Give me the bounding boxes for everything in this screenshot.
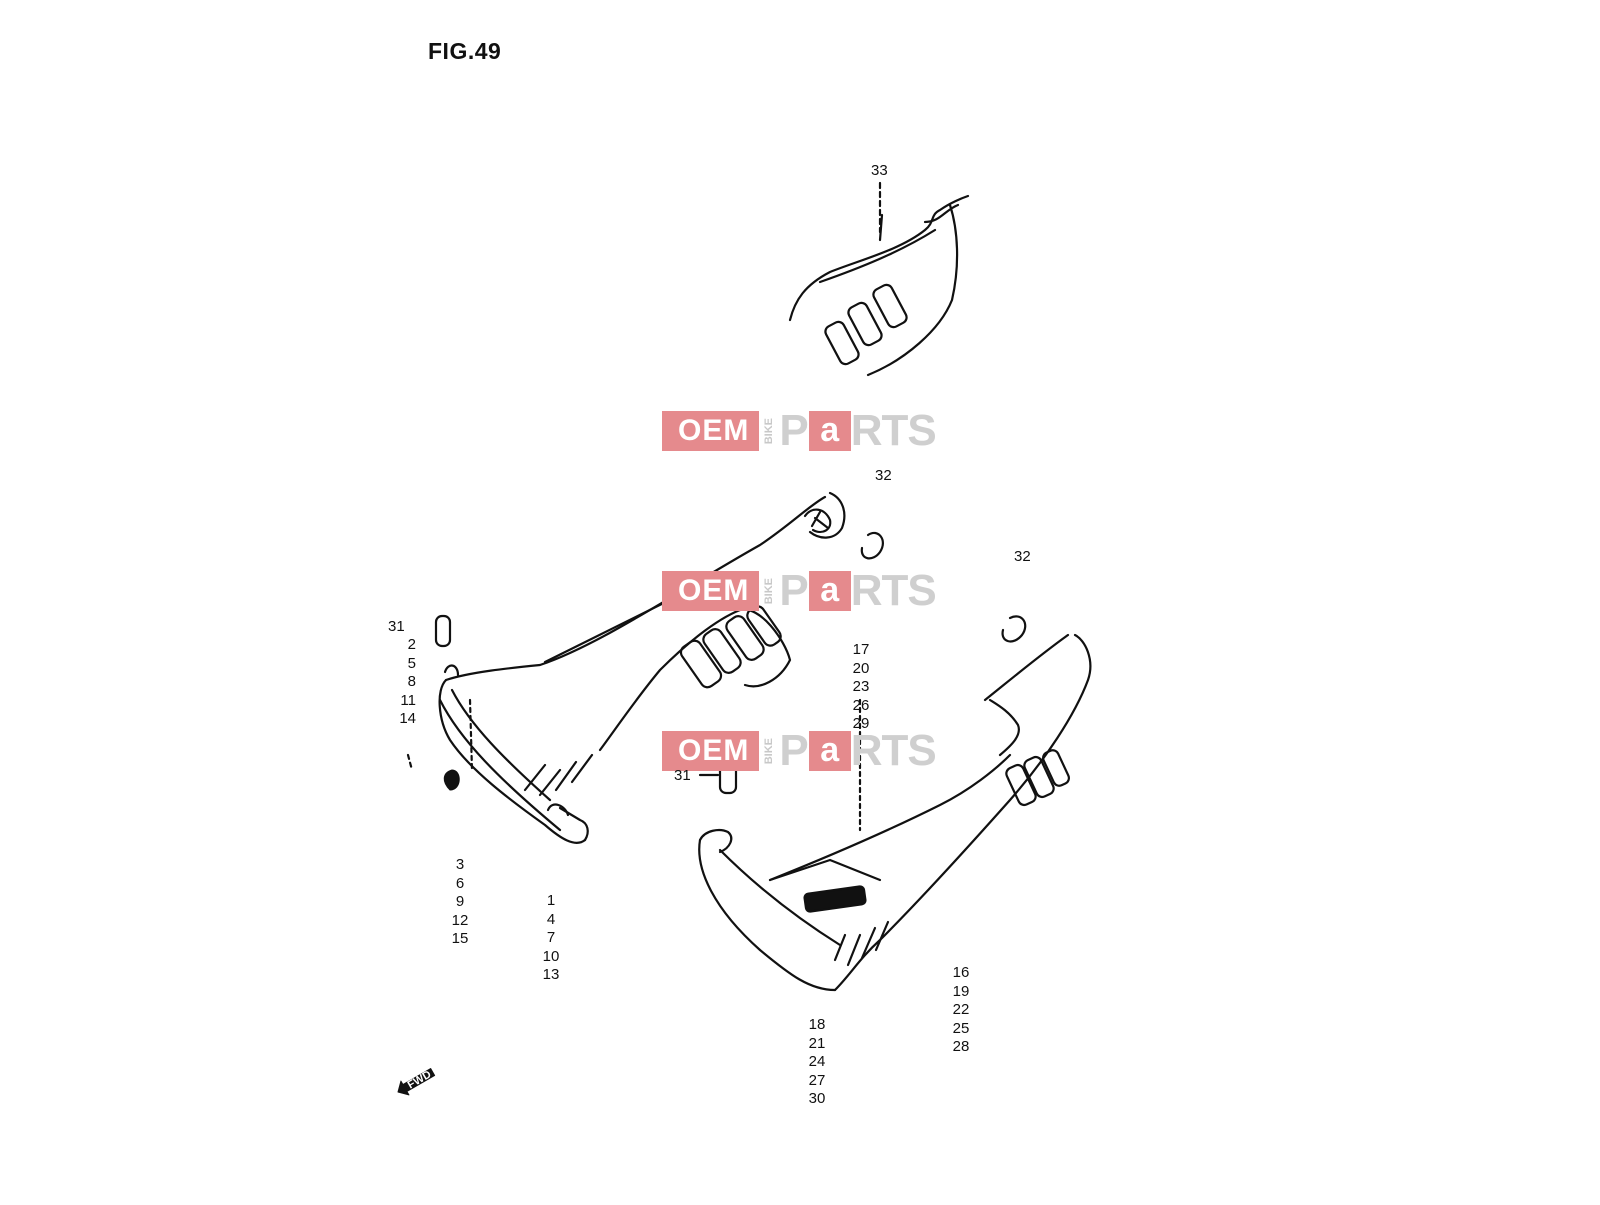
fwd-arrow-icon: [397, 1068, 436, 1096]
callout-group-right: 16 19 22 25 28: [952, 964, 970, 1055]
left-side-cover: [406, 491, 846, 844]
left-cover-vents-upper: [679, 605, 782, 689]
watermark-oembikeparts: OEM BIKE P a RTS: [662, 566, 937, 615]
callout-31-center: 31: [674, 767, 691, 784]
figure-title: FIG.49: [428, 38, 502, 64]
watermark-p: P: [779, 406, 809, 455]
callout-group-left-lower: 3 6 9 12 15: [451, 856, 469, 947]
callout-group-bottom: 18 21 24 27 30: [808, 1016, 826, 1107]
watermark-rts: RTS: [850, 726, 937, 775]
right-cover-vents-lower: [833, 920, 890, 967]
watermark-oem: OEM: [662, 411, 760, 451]
watermark-a: a: [808, 731, 851, 771]
callout-33: 33: [871, 162, 888, 179]
callout-group-center: 17 20 23 26 29: [852, 641, 870, 732]
watermark-bike: BIKE: [763, 737, 776, 765]
part-33-vents: [824, 283, 908, 366]
watermark-oembikeparts: OEM BIKE P a RTS: [662, 726, 937, 775]
part-33-cowl: [788, 181, 970, 377]
left-cover-vents-lower: [523, 753, 594, 797]
watermark-p: P: [779, 726, 809, 775]
part-32-grommets: [860, 531, 1027, 643]
callout-32-right: 32: [1014, 548, 1031, 565]
watermark-bike: BIKE: [763, 577, 776, 605]
watermark-rts: RTS: [850, 566, 937, 615]
right-cover-vents: [1005, 749, 1070, 807]
watermark-a: a: [808, 411, 851, 451]
callout-group-left-upper: 2 5 8 11 14: [399, 636, 416, 727]
watermark-oem: OEM: [662, 571, 760, 611]
watermark-rts: RTS: [850, 406, 937, 455]
right-side-cover: [698, 633, 1092, 992]
watermark-a: a: [808, 571, 851, 611]
callout-31-left: 31: [388, 618, 405, 635]
watermark-oem: OEM: [662, 731, 760, 771]
watermark-oembikeparts: OEM BIKE P a RTS: [662, 406, 937, 455]
watermark-p: P: [779, 566, 809, 615]
callout-32-top: 32: [875, 467, 892, 484]
callout-group-left-bottom: 1 4 7 10 13: [542, 892, 560, 983]
watermark-bike: BIKE: [763, 417, 776, 445]
